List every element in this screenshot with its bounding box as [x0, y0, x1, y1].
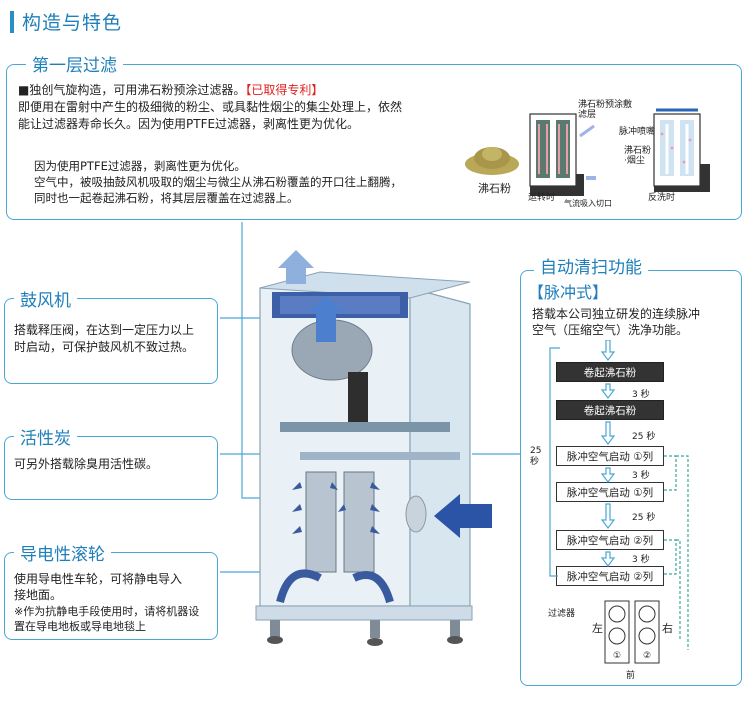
filter-headline: ■独创气旋构造，可用沸石粉预涂过滤器。【已取得专利】 — [18, 82, 518, 99]
zeolite-powder-label: 沸石粉 — [478, 182, 511, 195]
blower-line-2: 时启动，可保护鼓风机不致过热。 — [14, 340, 195, 354]
roller-note-1: ※作为抗静电手段使用时，请将机器设 — [14, 605, 200, 618]
zeolite-powder-image — [465, 147, 519, 175]
flow-step-2: 卷起沸石粉 — [556, 400, 664, 420]
gap-label-1: 3 秒 — [632, 390, 650, 400]
auto-clean-line-2: 空气（压缩空气）洗净功能。 — [532, 323, 689, 337]
filter-para2-line2: 空气中，被吸抽鼓风机吸取的烟尘与微尘从沸石粉覆盖的开口往上翻腾， — [34, 175, 402, 189]
page-title-text: 构造与特色 — [22, 12, 123, 34]
page-title: 构造与特色 — [10, 8, 122, 35]
filter-para2-line1: 因为使用PTFE过滤器，剥离性更为优化。 — [34, 159, 246, 173]
diagram-dust-label: 沸石粉·烟尘 — [624, 146, 652, 166]
dashed-connectors — [664, 455, 689, 650]
blower-panel — [4, 298, 218, 384]
filter-backwash-diagram — [653, 108, 710, 192]
filter-col-2-label: ② — [643, 651, 652, 661]
carbon-panel-title: 活性炭 — [14, 424, 77, 449]
flow-step-3: 脉冲空气启动 ①列 — [556, 446, 664, 466]
carbon-line-1: 可另外搭载除臭用活性碳。 — [14, 457, 159, 471]
flow-step-5: 脉冲空气启动 ②列 — [556, 530, 664, 550]
gap-label-2: 25 秒 — [632, 432, 656, 442]
loop-line — [549, 347, 560, 577]
filter-col-1-label: ① — [613, 651, 622, 661]
roller-line-1: 使用导电性车轮，可将静电导入 — [14, 572, 183, 586]
diagram-inlet-label: 气流吸入切口 — [564, 199, 612, 208]
diagram-running-caption: 运转时 — [528, 193, 556, 203]
flow-step-1: 卷起沸石粉 — [556, 362, 664, 382]
patent-badge: 【已取得专利】 — [245, 83, 324, 97]
gap-label-4: 25 秒 — [632, 513, 656, 523]
filter-map-front-label: 前 — [626, 671, 636, 681]
auto-clean-panel — [520, 270, 742, 686]
auto-clean-title: 自动清扫功能 — [534, 258, 648, 278]
filter-panel-title: 第一层过滤 — [26, 51, 123, 76]
roller-line-2: 接地面。 — [14, 588, 63, 602]
blower-line-1: 搭载释压阀，在达到一定压力以上 — [14, 323, 195, 337]
diagram-backwash-caption: 反洗时 — [648, 193, 676, 203]
gap-label-5: 3 秒 — [632, 555, 650, 565]
auto-clean-subtitle: 【脉冲式】 — [528, 283, 609, 302]
filter-para2-line3: 同时也一起卷起沸石粉，将其层层覆盖在过滤器上。 — [34, 191, 299, 205]
auto-clean-line-1: 搭载本公司独立研发的连续脉冲 — [532, 307, 701, 321]
blower-panel-title: 鼓风机 — [14, 286, 77, 311]
roller-note-2: 置在导电地板或导电地毯上 — [14, 620, 146, 633]
filter-panel — [6, 64, 742, 220]
filter-map-label: 过滤器 — [548, 609, 576, 619]
filter-line-2: 即便用在雷射中产生的极细微的粉尘、或具黏性烟尘的集尘处理上，依然 — [18, 100, 403, 114]
gap-label-3: 3 秒 — [632, 471, 650, 481]
roller-panel — [4, 552, 218, 640]
bullet-icon: ■ — [18, 83, 30, 97]
title-bar-accent — [10, 10, 14, 33]
filter-headline-text: 独创气旋构造，可用沸石粉预涂过滤器。 — [29, 83, 246, 97]
filter-position-map — [604, 600, 660, 664]
flow-step-4: 脉冲空气启动 ①列 — [556, 482, 664, 502]
flow-step-6: 脉冲空气启动 ②列 — [556, 566, 664, 586]
filter-map-right-label: 右 — [662, 622, 673, 635]
flow-arrows — [600, 340, 616, 567]
diagram-precoat-label: 沸石粉预涂敷滤层 — [578, 100, 633, 120]
diagram-pulse-nozzle-label: 脉冲喷嘴 — [619, 127, 656, 137]
filter-operation-diagram — [529, 113, 596, 196]
roller-panel-title: 导电性滚轮 — [14, 540, 111, 565]
filter-line-3: 能让过滤器寿命长久。因为使用PTFE过滤器，剥离性更为优化。 — [18, 117, 360, 131]
machine-illustration — [220, 222, 520, 646]
filter-map-left-label: 左 — [592, 622, 603, 635]
